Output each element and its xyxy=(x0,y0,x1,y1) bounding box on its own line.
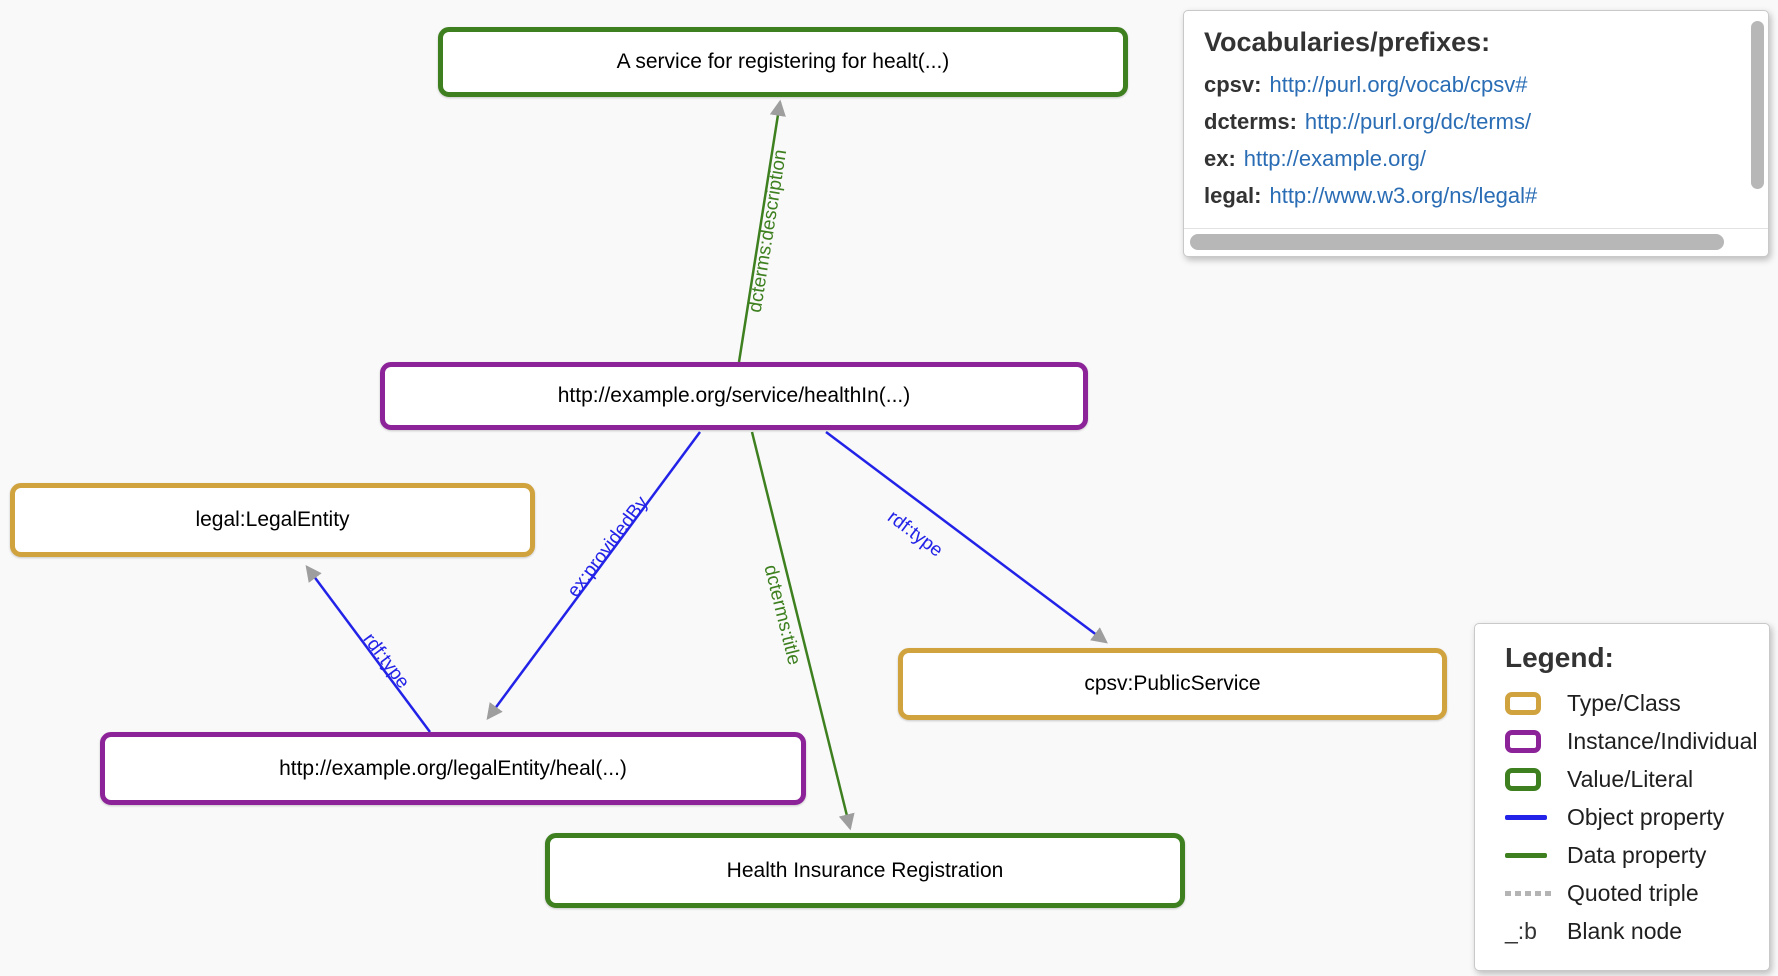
vocab-entry-ex: ex: http://example.org/ xyxy=(1204,140,1748,177)
vocab-entry-cpsv: cpsv: http://purl.org/vocab/cpsv# xyxy=(1204,66,1748,103)
legend-title: Legend: xyxy=(1505,642,1614,673)
vocabularies-panel-title: Vocabularies/prefixes: xyxy=(1204,27,1491,57)
legend-panel: Legend: Type/Class Instance/Individual V… xyxy=(1474,623,1770,971)
vocab-horizontal-scrollbar-thumb[interactable] xyxy=(1190,234,1724,250)
vocab-link-cpsv[interactable]: http://purl.org/vocab/cpsv# xyxy=(1269,72,1528,97)
node-literal-service-title[interactable]: Health Insurance Registration xyxy=(545,833,1185,908)
node-instance-service[interactable]: http://example.org/service/healthIn(...) xyxy=(380,362,1088,430)
vocab-link-legal[interactable]: http://www.w3.org/ns/legal# xyxy=(1269,183,1538,208)
edge-ex-providedby xyxy=(486,431,702,720)
node-literal-service-description[interactable]: A service for registering for healt(...) xyxy=(438,27,1128,97)
legend-item-type-class: Type/Class xyxy=(1505,684,1751,722)
edge-label-dcterms-description: dcterms:description xyxy=(745,148,792,314)
legend-item-label: Instance/Individual xyxy=(1567,727,1758,754)
legend-item-object-property: Object property xyxy=(1505,798,1751,836)
vocab-entry-dcterms: dcterms: http://purl.org/dc/terms/ xyxy=(1204,103,1748,140)
blank-node-symbol: _:b xyxy=(1505,917,1537,944)
legend-item-data-property: Data property xyxy=(1505,836,1751,874)
legend-item-label: Data property xyxy=(1567,841,1707,868)
node-label: A service for registering for healt(...) xyxy=(616,50,950,73)
instance-individual-swatch-icon xyxy=(1505,729,1557,753)
edge-dcterms-description xyxy=(737,99,786,363)
legend-item-label: Quoted triple xyxy=(1567,879,1699,906)
node-instance-legal-entity[interactable]: http://example.org/legalEntity/heal(...) xyxy=(100,732,806,805)
node-label: legal:LegalEntity xyxy=(195,508,350,531)
data-property-line-icon xyxy=(1505,852,1557,858)
vocab-link-ex[interactable]: http://example.org/ xyxy=(1243,146,1427,171)
vocab-prefix: cpsv: xyxy=(1204,72,1262,97)
vocab-prefix: dcterms: xyxy=(1204,109,1297,134)
legend-item-label: Blank node xyxy=(1567,917,1683,944)
vocab-horizontal-scrollbar-track[interactable] xyxy=(1184,228,1768,256)
vocabularies-panel: Vocabularies/prefixes: cpsv: http://purl.… xyxy=(1183,10,1769,257)
vocab-prefix: legal: xyxy=(1204,183,1262,208)
legend-item-value-literal: Value/Literal xyxy=(1505,760,1751,798)
vocab-vertical-scrollbar-thumb[interactable] xyxy=(1751,21,1764,189)
node-class-legal-entity[interactable]: legal:LegalEntity xyxy=(10,483,535,557)
vocab-entry-legal: legal: http://www.w3.org/ns/legal# xyxy=(1204,177,1748,214)
object-property-line-icon xyxy=(1505,814,1557,820)
edge-rdf-type-legal-entity xyxy=(305,565,432,733)
vocab-prefix: ex: xyxy=(1204,146,1236,171)
quoted-triple-dotted-line-icon xyxy=(1505,890,1557,896)
node-label: http://example.org/legalEntity/heal(...) xyxy=(279,756,627,780)
legend-item-instance-individual: Instance/Individual xyxy=(1505,722,1758,760)
node-label: Health Insurance Registration xyxy=(726,858,1004,882)
edge-dcterms-title xyxy=(750,431,855,831)
vocab-link-dcterms[interactable]: http://purl.org/dc/terms/ xyxy=(1304,109,1532,134)
legend-item-label: Object property xyxy=(1567,803,1725,830)
edge-label-rdf-type-legal-entity: rdf:type xyxy=(359,629,414,692)
node-class-public-service[interactable]: cpsv:PublicService xyxy=(898,648,1447,720)
value-literal-swatch-icon xyxy=(1505,767,1557,791)
edge-label-ex-providedby: ex:providedBy xyxy=(563,492,653,601)
edge-rdf-type-public-service xyxy=(825,431,1108,644)
legend-item-blank-node: _:b Blank node xyxy=(1505,912,1751,950)
node-label: http://example.org/service/healthIn(...) xyxy=(557,384,911,407)
type-class-swatch-icon xyxy=(1505,691,1557,715)
legend-item-quoted-triple: Quoted triple xyxy=(1505,874,1751,912)
node-label: cpsv:PublicService xyxy=(1084,672,1261,695)
legend-item-label: Value/Literal xyxy=(1567,765,1694,792)
legend-item-label: Type/Class xyxy=(1567,689,1681,716)
